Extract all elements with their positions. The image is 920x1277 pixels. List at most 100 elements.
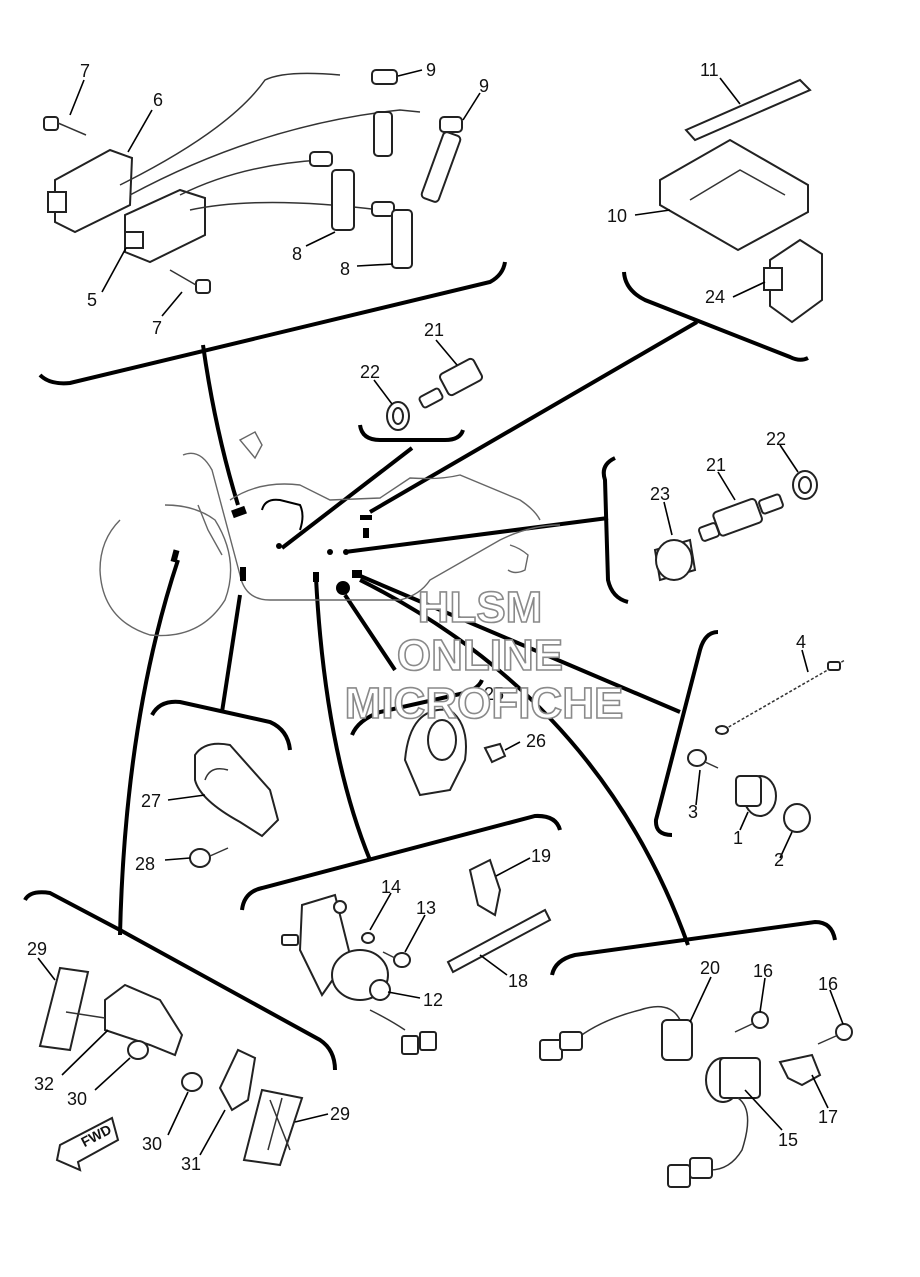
speed-sensor-lead: [715, 659, 846, 735]
pedal-bracket-left: [65, 983, 184, 1057]
callout-30-right: 30: [142, 1134, 162, 1154]
callout-7-upper: 7: [80, 61, 90, 81]
connector-line-speed: [357, 573, 681, 714]
callout-18: 18: [508, 971, 528, 991]
callout-14: 14: [381, 877, 401, 897]
callout-32: 32: [34, 1074, 54, 1094]
callout-7-lower: 7: [152, 318, 162, 338]
connector-line-horn-left: [220, 594, 242, 713]
connector-line-sensor-right: [344, 516, 609, 554]
horn-nut: [483, 742, 507, 764]
callout-31: 31: [181, 1154, 201, 1174]
callout-11: 11: [700, 60, 719, 80]
callout-16-left: 16: [753, 961, 773, 981]
speed-sensor-oring: [783, 803, 811, 833]
connector-line-crank: [359, 578, 690, 946]
callout-30-left: 30: [67, 1089, 87, 1109]
callout-21-right: 21: [706, 455, 726, 475]
crank-sensor-harness: [539, 1005, 693, 1061]
callout-8-right: 8: [340, 259, 350, 279]
watermark: HLSM ONLINE MICROFICHE: [344, 582, 624, 729]
callout-23: 23: [650, 484, 670, 504]
watermark-line-3: MICROFICHE: [345, 679, 624, 728]
washer-top: [386, 401, 410, 431]
pedal-bracket-right: [218, 1048, 257, 1112]
watermark-line-1: HLSM: [418, 583, 543, 632]
speed-sensor-bolt: [687, 749, 719, 769]
callout-labels: 7 6 9 9 8 8 5 7 11 10 24 21 22 22 21 23 …: [27, 60, 838, 1174]
boot-cover: [653, 538, 697, 582]
ignition-coil-upper: [47, 148, 134, 234]
horn-main: [403, 708, 467, 797]
bolt-lower: [169, 269, 211, 294]
connector-line-horn: [343, 593, 397, 672]
stud-bolt: [446, 908, 552, 974]
callout-9-left: 9: [426, 60, 436, 80]
starter-relay: [281, 893, 391, 1001]
bolt-upper: [43, 116, 87, 136]
group-bracket-ignition: [38, 261, 507, 386]
callout-8-left: 8: [292, 244, 302, 264]
fwd-arrow: FWD: [55, 1116, 120, 1172]
crank-sensor-bolt-right: [817, 1023, 853, 1045]
callout-15: 15: [778, 1130, 798, 1150]
sensor-switch-right: [697, 493, 784, 542]
callout-29-right: 29: [330, 1104, 350, 1124]
group-bracket-crank: [550, 919, 837, 976]
ecu-strap: [684, 78, 812, 142]
callout-24: 24: [705, 287, 725, 307]
callout-29-left: 29: [27, 939, 47, 959]
watermark-line-2: ONLINE: [397, 631, 563, 680]
group-bracket-horn: [350, 679, 484, 736]
relay: [763, 238, 823, 324]
connector-line-ecu: [368, 320, 699, 514]
pedal-pad-left: [38, 966, 90, 1052]
connector-markers: [170, 498, 372, 595]
connector-line-pedal: [118, 559, 180, 936]
crank-sensor-bolt-left: [734, 1011, 769, 1033]
callout-21-top: 21: [424, 320, 444, 340]
callout-13: 13: [416, 898, 436, 918]
callout-27: 27: [141, 791, 161, 811]
group-bracket-starter: [240, 813, 562, 911]
group-bracket-sensor-top: [358, 424, 465, 442]
callout-19: 19: [531, 846, 551, 866]
motorcycle-outline: [99, 431, 561, 637]
crank-sensor: [667, 1057, 761, 1188]
callout-12: 12: [423, 990, 443, 1010]
callout-26: 26: [526, 731, 546, 751]
callout-9-right: 9: [479, 76, 489, 96]
callout-3: 3: [688, 802, 698, 822]
connector-line-starter: [314, 577, 372, 861]
crank-sensor-bracket: [778, 1053, 822, 1087]
relay-wire-coupler: [369, 1009, 437, 1055]
callout-22-top: 22: [360, 362, 380, 382]
callout-17: 17: [818, 1107, 838, 1127]
callout-6: 6: [153, 90, 163, 110]
callout-20: 20: [700, 958, 720, 978]
group-bracket-ecu: [622, 271, 809, 362]
horn-bolt: [189, 847, 229, 868]
pedal-pad-right: [242, 1088, 304, 1167]
callout-16-right: 16: [818, 974, 838, 994]
connector-line-sensor-top: [280, 446, 414, 550]
speed-sensor: [735, 775, 777, 817]
leader-lines: [37, 69, 844, 1156]
clamp-clip: [468, 858, 502, 917]
callout-25: 25: [484, 684, 504, 704]
group-bracket-horn-left: [150, 699, 292, 751]
connector-line-ignition: [201, 344, 240, 506]
relay-washer: [361, 932, 375, 944]
pedal-collar-left: [127, 1040, 149, 1060]
callout-5: 5: [87, 290, 97, 310]
callout-2: 2: [774, 850, 784, 870]
callout-10: 10: [607, 206, 627, 226]
horn-left: [194, 742, 280, 838]
pedal-collar-right: [181, 1072, 203, 1092]
sensor-switch-top: [418, 357, 483, 409]
relay-screw: [382, 951, 411, 968]
callout-1: 1: [733, 828, 743, 848]
washer-right: [792, 470, 818, 500]
callout-28: 28: [135, 854, 155, 874]
